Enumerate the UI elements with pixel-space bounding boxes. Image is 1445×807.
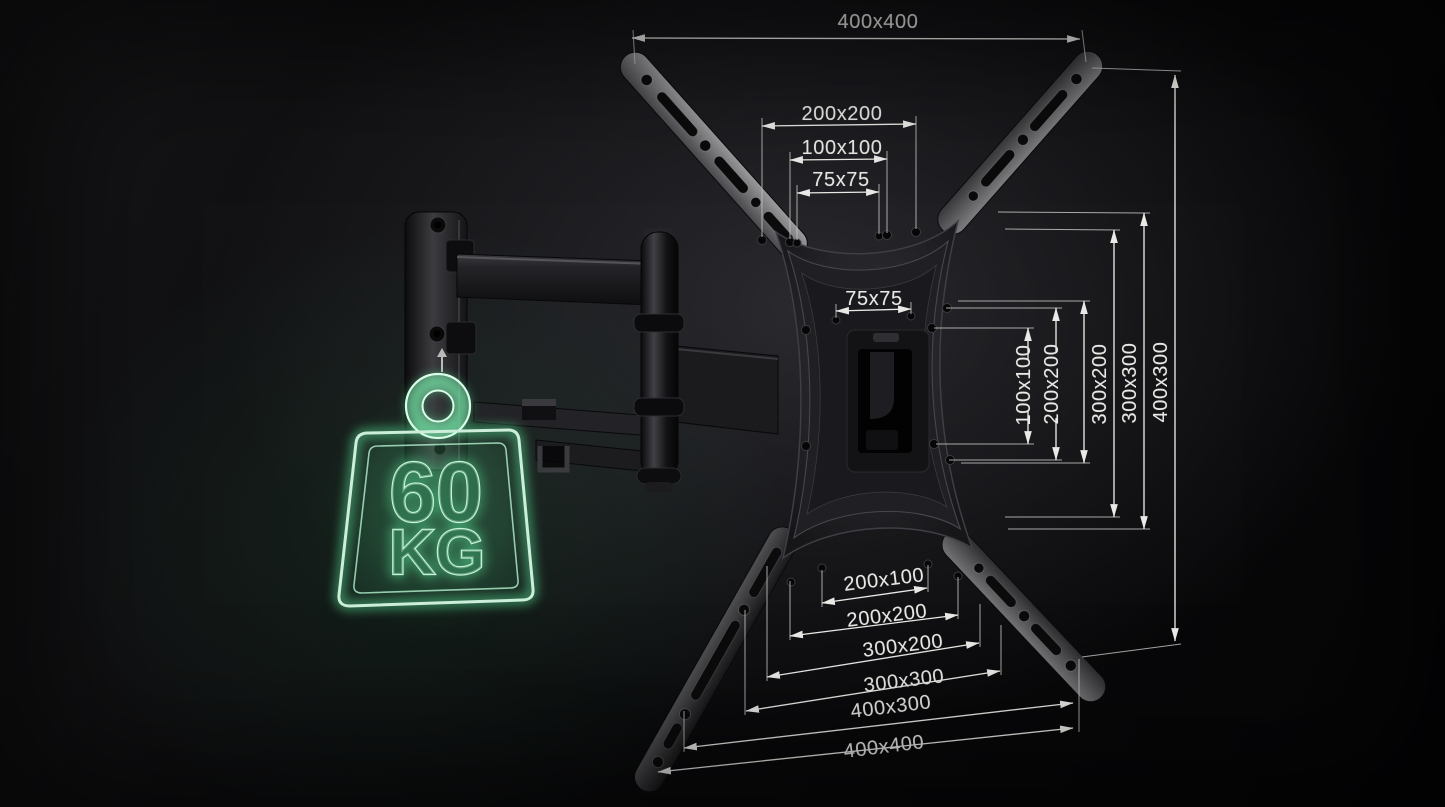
badge-value: 60 bbox=[389, 445, 482, 539]
vesa-bracket-arm-bottom-right bbox=[941, 529, 1107, 703]
swivel-post bbox=[633, 228, 685, 492]
dim-label-right-200x200: 200x200 bbox=[1041, 343, 1063, 425]
vesa-bracket-arm-top-left bbox=[619, 51, 808, 259]
badge-unit-glow: KG bbox=[389, 516, 485, 588]
tv-plate-hook-mechanism bbox=[846, 329, 930, 473]
vesa-bracket-arm-bottom-left bbox=[634, 526, 798, 793]
dim-label-center-75x75: 75x75 bbox=[845, 288, 903, 310]
badge-unit: KG bbox=[389, 516, 485, 588]
dim-label-right-300x200: 300x200 bbox=[1089, 343, 1111, 425]
dimension-lines bbox=[631, 34, 1179, 775]
dim-label-right-400x300: 400x300 bbox=[1150, 341, 1172, 423]
vesa-holes bbox=[757, 227, 963, 587]
dim-label-top-200x200: 200x200 bbox=[801, 103, 883, 125]
dim-label-right-300x300: 300x300 bbox=[1119, 342, 1141, 424]
vesa-bracket-arm-top-right bbox=[937, 50, 1104, 235]
weight-capacity-badge: 60 KG 60 KG bbox=[275, 337, 595, 687]
tv-plate bbox=[757, 218, 974, 587]
badge-value-glow: 60 bbox=[389, 445, 482, 539]
dim-label-right-100x100: 100x100 bbox=[1013, 344, 1035, 426]
dim-label-top-75x75: 75x75 bbox=[812, 169, 870, 191]
dim-label-top-400x400: 400x400 bbox=[837, 11, 919, 33]
dim-label-top-100x100: 100x100 bbox=[801, 137, 883, 159]
